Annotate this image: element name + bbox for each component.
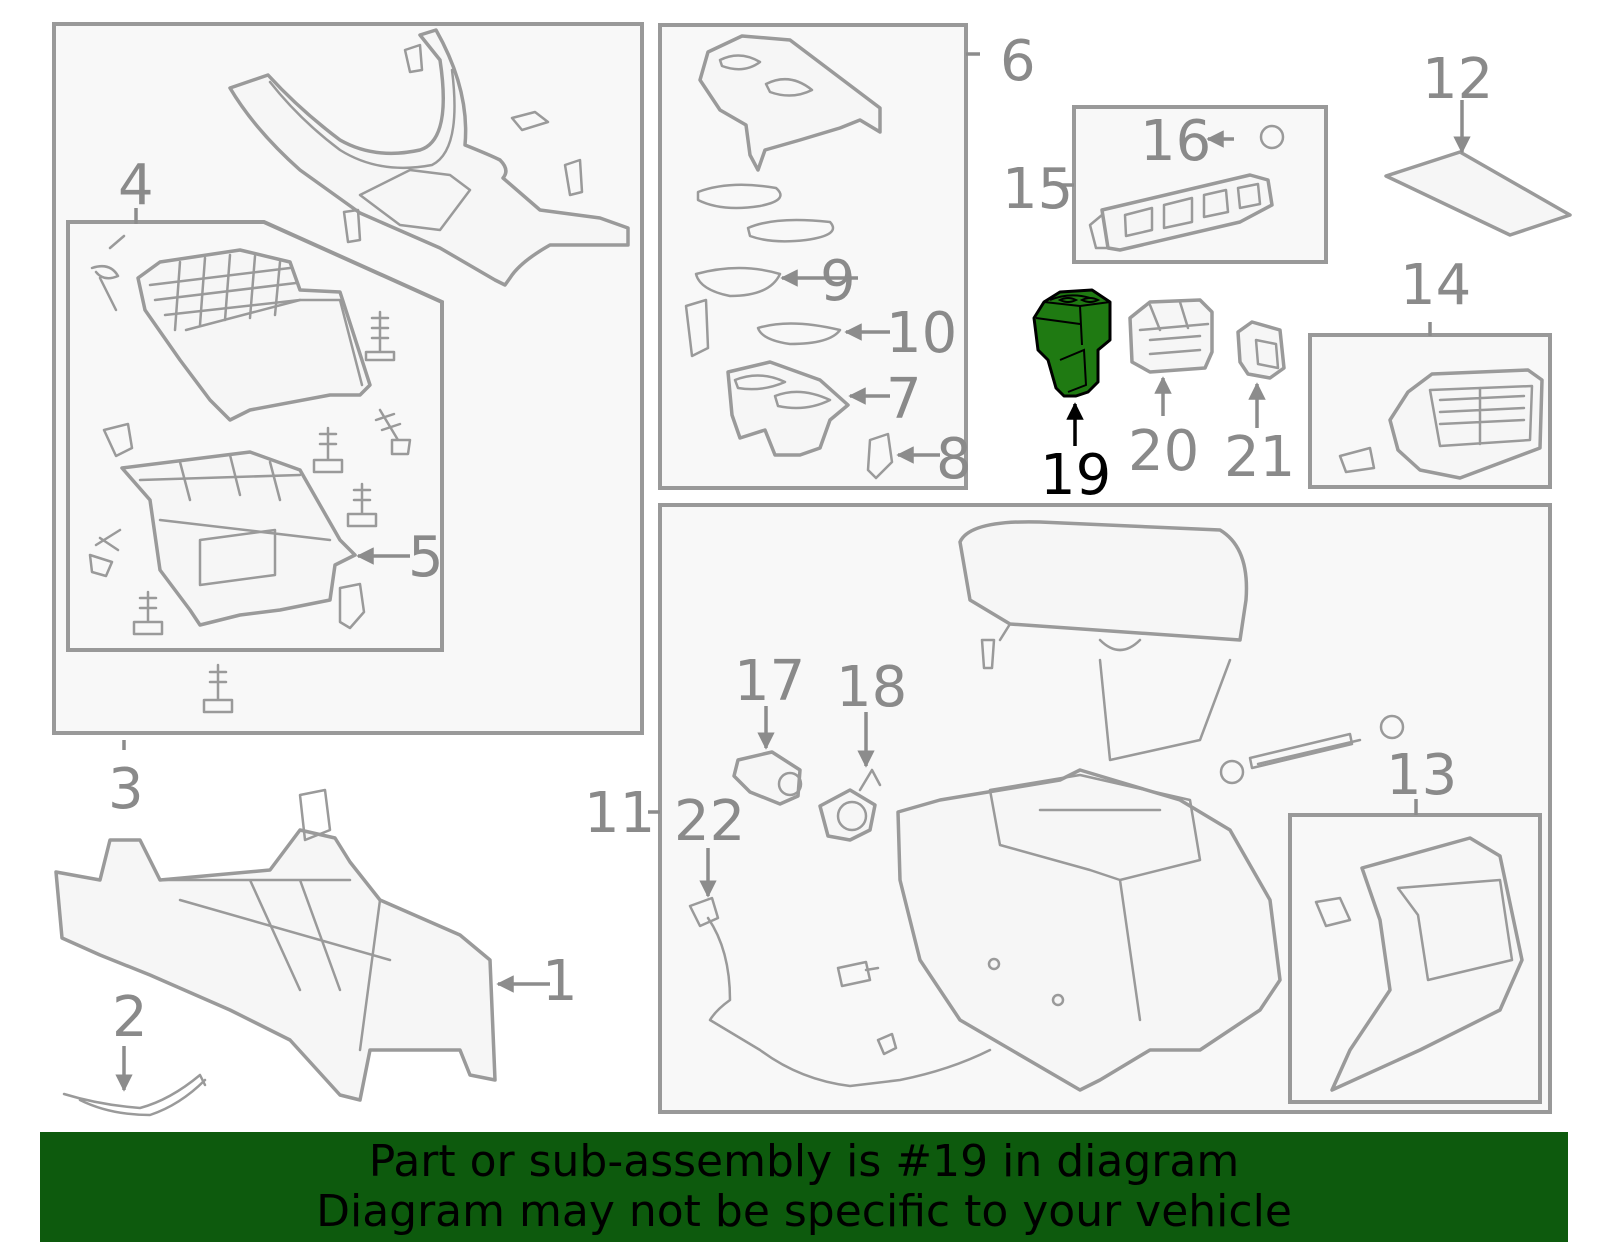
part-20-switch (1128, 298, 1214, 374)
part-4-storage-tray (90, 234, 372, 422)
part-9-ring (694, 183, 842, 346)
callout-18: 18 (836, 655, 907, 720)
fasteners-group-3 (88, 310, 412, 714)
callout-11: 11 (584, 781, 655, 846)
callout-6: 6 (1000, 29, 1036, 94)
banner-line-1: Part or sub-assembly is #19 in diagram (368, 1136, 1240, 1187)
callout-20: 20 (1128, 419, 1199, 484)
part-13-rear-panel (1314, 836, 1524, 1092)
part-22-harness (688, 896, 992, 1088)
part-5-console-base (120, 450, 357, 627)
part-6-cup-holder-panel (698, 34, 882, 172)
part-21-switch (1236, 320, 1286, 380)
callout-4: 4 (118, 153, 154, 218)
info-banner: Part or sub-assembly is #19 in diagram D… (40, 1132, 1568, 1242)
part-2-harness (62, 1073, 207, 1117)
callout-15: 15 (1002, 157, 1073, 222)
part-1-lower-console (54, 788, 497, 1102)
part-17-socket (732, 750, 803, 806)
callout-3: 3 (108, 757, 144, 822)
callout-5: 5 (408, 525, 444, 590)
callout-17: 17 (734, 649, 805, 714)
callout-12: 12 (1422, 47, 1493, 112)
callout-2: 2 (112, 985, 148, 1050)
callout-10: 10 (886, 301, 957, 366)
part-18-socket (818, 768, 882, 842)
part-19-socket-module (1032, 288, 1112, 398)
callout-1: 1 (542, 949, 578, 1014)
part-11-console-box (896, 520, 1405, 1092)
callout-14: 14 (1400, 253, 1471, 318)
callout-22: 22 (674, 789, 745, 854)
callout-19: 19 (1040, 443, 1111, 508)
callout-9: 9 (820, 249, 856, 314)
callout-8: 8 (936, 427, 972, 492)
callout-13: 13 (1386, 743, 1457, 808)
callout-21: 21 (1224, 425, 1295, 490)
callout-7: 7 (886, 367, 922, 432)
leader-lines (115, 52, 1471, 1092)
part-14-rear-vent (1338, 368, 1544, 480)
part-8-clip (684, 298, 894, 480)
banner-line-2: Diagram may not be specific to your vehi… (316, 1186, 1292, 1237)
callout-labels: 1 2 3 4 5 6 7 8 9 10 11 12 13 14 15 16 1… (108, 29, 1493, 1050)
callout-16: 16 (1140, 109, 1211, 174)
part-3-upper-panel (228, 28, 630, 287)
part-15-switch-panel (1088, 124, 1285, 252)
part-7-cup-holder (726, 360, 850, 457)
part-12-mat (1384, 150, 1572, 237)
